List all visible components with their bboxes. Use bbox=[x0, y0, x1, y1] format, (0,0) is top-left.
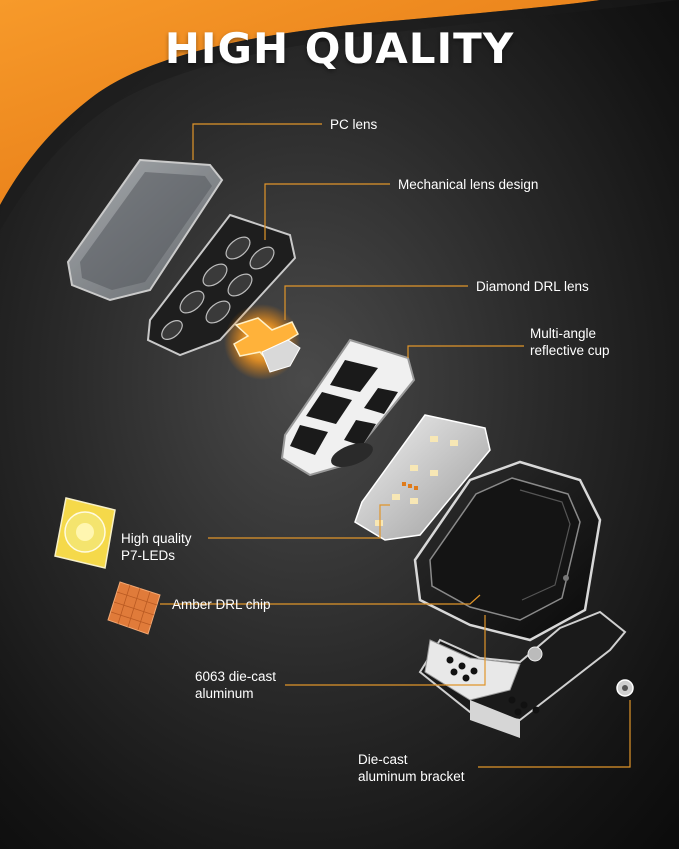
callout-die-cast-aluminum-line1: 6063 die-cast bbox=[195, 669, 277, 684]
reflective-cup-part bbox=[280, 338, 416, 477]
callout-amber-drl-chip: Amber DRL chip bbox=[172, 597, 271, 612]
callout-reflective-cup-line2: reflective cup bbox=[530, 343, 610, 358]
aluminum-housing-part bbox=[413, 460, 602, 642]
callout-pc-lens: PC lens bbox=[330, 117, 378, 132]
callout-die-cast-aluminum-line2: aluminum bbox=[195, 686, 254, 701]
diamond-drl-lens-part bbox=[224, 304, 301, 380]
callout-die-cast-aluminum: 6063 die-cast aluminum bbox=[195, 668, 276, 702]
callout-mechanical-lens: Mechanical lens design bbox=[398, 177, 539, 192]
amber-drl-chip-icon bbox=[107, 581, 161, 635]
callout-reflective-cup-line1: Multi-angle bbox=[530, 326, 597, 341]
callout-aluminum-bracket: Die-cast aluminum bracket bbox=[358, 751, 465, 785]
callout-p7-leds-line2: P7-LEDs bbox=[121, 548, 176, 563]
callout-p7-leds: High quality P7-LEDs bbox=[121, 530, 192, 564]
callout-p7-leds-line1: High quality bbox=[121, 531, 192, 546]
callout-aluminum-bracket-line1: Die-cast bbox=[358, 752, 408, 767]
led-board-part bbox=[354, 414, 491, 541]
pc-lens-part bbox=[66, 158, 224, 302]
callout-diamond-drl-lens: Diamond DRL lens bbox=[476, 279, 589, 294]
p7-led-icon bbox=[54, 497, 116, 569]
callout-reflective-cup: Multi-angle reflective cup bbox=[530, 325, 610, 359]
callout-aluminum-bracket-line2: aluminum bracket bbox=[358, 769, 465, 784]
mechanical-lens-part bbox=[146, 213, 297, 357]
page-title: HIGH QUALITY bbox=[164, 24, 515, 73]
leader-lines bbox=[160, 123, 631, 768]
